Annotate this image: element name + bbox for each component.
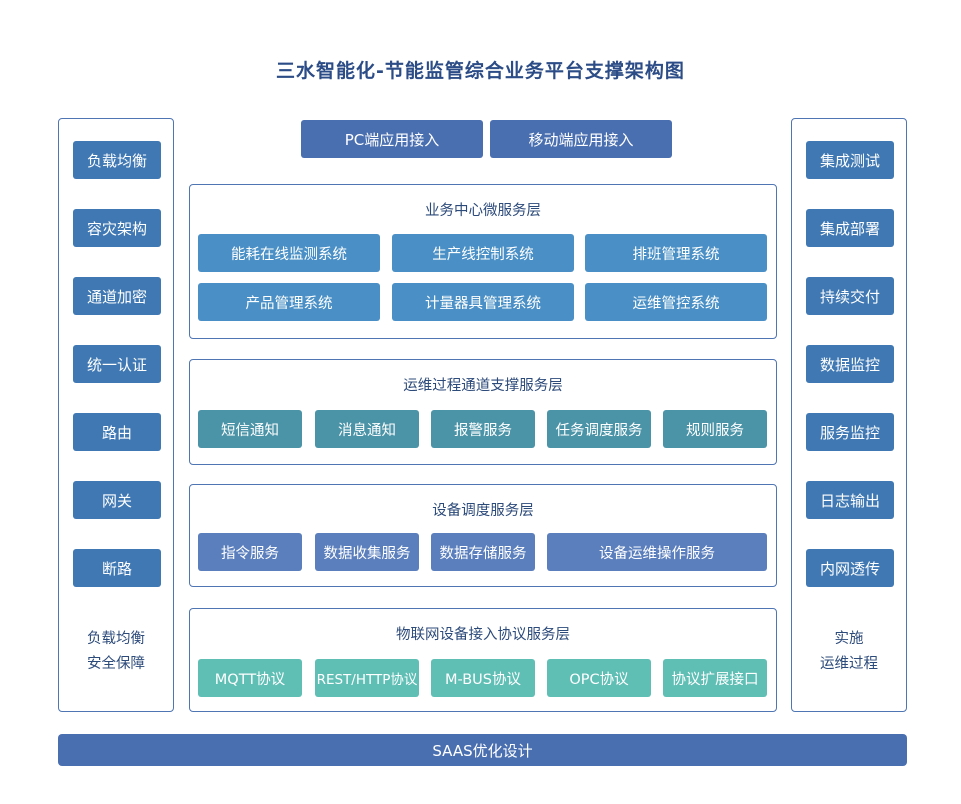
left-item-gateway[interactable]: 网关: [73, 481, 161, 519]
module-energy-monitoring[interactable]: 能耗在线监测系统: [198, 234, 380, 272]
service-data-storage[interactable]: 数据存储服务: [431, 533, 535, 571]
service-alarm[interactable]: 报警服务: [431, 410, 535, 448]
protocol-mqtt[interactable]: MQTT协议: [198, 659, 302, 697]
left-item-routing[interactable]: 路由: [73, 413, 161, 451]
protocol-mbus[interactable]: M-BUS协议: [431, 659, 535, 697]
left-item-load-balancing[interactable]: 负载均衡: [73, 141, 161, 179]
right-item-integration-deploy[interactable]: 集成部署: [806, 209, 894, 247]
protocol-rest-http[interactable]: REST/HTTP协议: [315, 659, 419, 697]
right-item-integration-test[interactable]: 集成测试: [806, 141, 894, 179]
layer-title: 物联网设备接入协议服务层: [396, 627, 570, 643]
right-note-line-2: 运维过程: [820, 656, 878, 672]
left-item-circuit-breaker[interactable]: 断路: [73, 549, 161, 587]
right-note-line-1: 实施: [834, 631, 864, 647]
layer-title: 设备调度服务层: [432, 503, 534, 519]
module-meter-management[interactable]: 计量器具管理系统: [392, 283, 574, 321]
module-shift-management[interactable]: 排班管理系统: [585, 234, 767, 272]
service-command[interactable]: 指令服务: [198, 533, 302, 571]
layer-title: 业务中心微服务层: [425, 203, 541, 219]
pc-access-button[interactable]: PC端应用接入: [301, 120, 483, 158]
left-item-channel-encryption[interactable]: 通道加密: [73, 277, 161, 315]
left-item-disaster-recovery[interactable]: 容灾架构: [73, 209, 161, 247]
left-note-line-1: 负载均衡: [87, 631, 145, 647]
layer-title: 运维过程通道支撑服务层: [403, 378, 563, 394]
protocol-extension-interface[interactable]: 协议扩展接口: [663, 659, 767, 697]
service-rules[interactable]: 规则服务: [663, 410, 767, 448]
layer-ops-channel: 运维过程通道支撑服务层 短信通知 消息通知 报警服务 任务调度服务 规则服务: [189, 359, 777, 465]
module-product-management[interactable]: 产品管理系统: [198, 283, 380, 321]
module-production-line-control[interactable]: 生产线控制系统: [392, 234, 574, 272]
layer-device-scheduling: 设备调度服务层 指令服务 数据收集服务 数据存储服务 设备运维操作服务: [189, 484, 777, 587]
right-panel: 集成测试 集成部署 持续交付 数据监控 服务监控 日志输出 内网透传 实施 运维…: [791, 118, 907, 712]
right-item-continuous-delivery[interactable]: 持续交付: [806, 277, 894, 315]
service-sms-notify[interactable]: 短信通知: [198, 410, 302, 448]
saas-optimization-bar[interactable]: SAAS优化设计: [58, 734, 907, 766]
left-panel-note: 负载均衡 安全保障: [59, 627, 173, 677]
service-device-ops[interactable]: 设备运维操作服务: [547, 533, 767, 571]
protocol-opc[interactable]: OPC协议: [547, 659, 651, 697]
left-note-line-2: 安全保障: [87, 656, 145, 672]
right-item-intranet-penetration[interactable]: 内网透传: [806, 549, 894, 587]
module-ops-control[interactable]: 运维管控系统: [585, 283, 767, 321]
right-item-data-monitoring[interactable]: 数据监控: [806, 345, 894, 383]
service-message-notify[interactable]: 消息通知: [315, 410, 419, 448]
mobile-access-button[interactable]: 移动端应用接入: [490, 120, 672, 158]
service-data-collection[interactable]: 数据收集服务: [315, 533, 419, 571]
right-item-log-output[interactable]: 日志输出: [806, 481, 894, 519]
layer-business-microservices: 业务中心微服务层 能耗在线监测系统 生产线控制系统 排班管理系统 产品管理系统 …: [189, 184, 777, 339]
diagram-title: 三水智能化-节能监管综合业务平台支撑架构图: [276, 60, 685, 82]
left-panel: 负载均衡 容灾架构 通道加密 统一认证 路由 网关 断路 负载均衡 安全保障: [58, 118, 174, 712]
service-task-scheduling[interactable]: 任务调度服务: [547, 410, 651, 448]
left-item-unified-auth[interactable]: 统一认证: [73, 345, 161, 383]
right-panel-note: 实施 运维过程: [792, 627, 906, 677]
right-item-service-monitoring[interactable]: 服务监控: [806, 413, 894, 451]
layer-iot-protocols: 物联网设备接入协议服务层 MQTT协议 REST/HTTP协议 M-BUS协议 …: [189, 608, 777, 712]
